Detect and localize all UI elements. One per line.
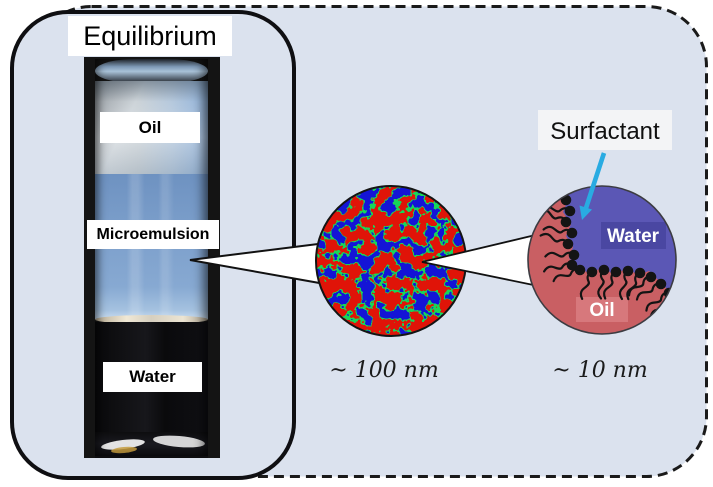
microstructure-circle xyxy=(316,186,466,336)
surfactant-label: Surfactant xyxy=(550,118,660,145)
equilibrium-title-text: Equilibrium xyxy=(83,20,217,51)
interface-water-label: Water xyxy=(607,226,660,247)
scale-label-10nm: ~ 10 nm xyxy=(552,358,647,383)
interface-circle: Water Oil xyxy=(528,186,676,334)
surfactant-arrow-head xyxy=(579,205,592,220)
surfactant-arrow-shaft xyxy=(583,152,607,209)
microemulsion-label-text: Microemulsion xyxy=(96,225,210,243)
microemulsion-label: Microemulsion xyxy=(87,220,219,249)
water-label-text: Water xyxy=(129,367,176,386)
surfactant-label-bg xyxy=(538,110,672,150)
oil-label: Oil xyxy=(100,112,200,143)
scale-label-100nm: ~ 100 nm xyxy=(329,358,438,383)
equilibrium-title: Equilibrium xyxy=(68,16,232,56)
vial-bottom xyxy=(95,432,208,458)
interface-circle-outline xyxy=(527,185,677,335)
interface-water-label-bg xyxy=(601,222,666,249)
meniscus xyxy=(95,315,208,324)
interface-oil-label-bg xyxy=(576,297,628,322)
vial-rim xyxy=(95,59,208,83)
interface-oil-label: Oil xyxy=(589,300,614,321)
oil-label-text: Oil xyxy=(138,117,162,137)
water-label: Water xyxy=(103,362,202,392)
